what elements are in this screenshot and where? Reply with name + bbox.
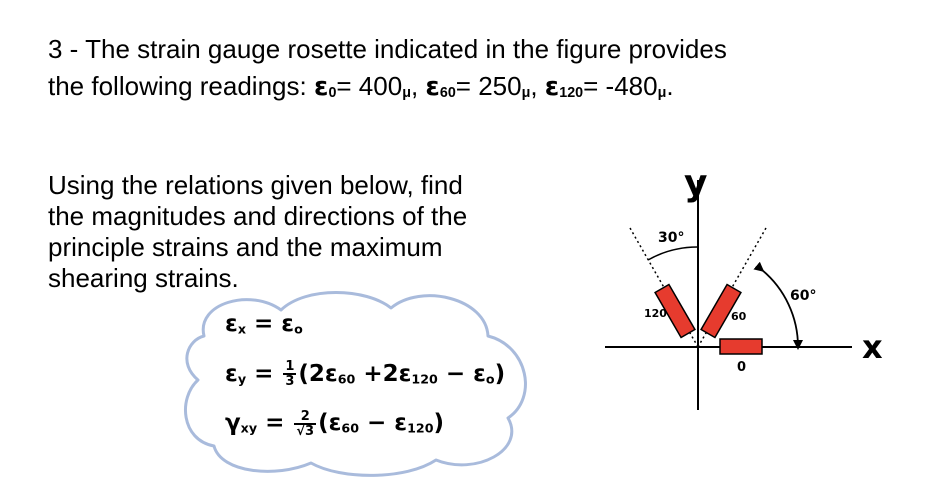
gauge-label-0: 0: [737, 360, 746, 375]
reading-eps60-unit: μ: [521, 85, 531, 102]
ex-rhs-sub: o: [294, 321, 303, 337]
reading-eps0-value: = 400: [336, 71, 403, 101]
angle-label-60: 60°: [790, 288, 816, 304]
ey-minus: − ε: [437, 360, 486, 387]
reading-eps120-value: = -480: [583, 71, 658, 101]
instruction-line-2: the magnitudes and directions of the: [48, 201, 468, 231]
gxy-sub1: 60: [341, 420, 360, 436]
axis-x-label: x: [862, 328, 883, 366]
gxy-lhs: γ: [225, 410, 241, 437]
ex-lhs-sub: x: [237, 321, 246, 337]
relation-ex: εx = εo: [225, 302, 525, 352]
gxy-lhs-sub: xy: [240, 420, 258, 436]
gauge-label-60: 60: [731, 310, 747, 323]
instruction-text: Using the relations given below, find th…: [48, 170, 518, 294]
ex-rhs: = ε: [253, 311, 295, 337]
problem-line-1: 3 - The strain gauge rosette indicated i…: [48, 34, 727, 64]
instruction-line-4: shearing strains.: [48, 263, 239, 293]
reading-eps0-unit: μ: [402, 85, 411, 102]
ey-frac-den: 3: [285, 374, 295, 390]
reading-eps60-sub: 60: [439, 85, 456, 102]
ey-open: (2ε: [298, 360, 338, 387]
reading-eps60-value: = 250: [455, 71, 522, 101]
reading-sep-2: ,: [530, 71, 545, 101]
gxy-open: (ε: [318, 410, 342, 437]
problem-statement: 3 - The strain gauge rosette indicated i…: [48, 31, 908, 112]
problem-line-2: the following readings: ε0= 400μ, ε60= 2…: [48, 68, 908, 112]
gxy-fraction: 2√3: [294, 410, 317, 439]
ey-close: ): [494, 360, 506, 387]
gxy-minus: − ε: [359, 410, 408, 437]
gxy-frac-num: 2: [294, 410, 317, 425]
angle-label-30: 30°: [658, 230, 684, 246]
cloud-shape: [184, 291, 527, 477]
ey-sub2: 120: [411, 371, 438, 387]
ey-sub1: 60: [337, 371, 356, 387]
ey-lhs-sub: y: [237, 371, 247, 387]
reading-eps0-sub: 0: [328, 85, 337, 102]
readings-prefix: the following readings:: [48, 71, 314, 101]
angle-arc-60: [753, 261, 804, 350]
gauge-60: [700, 283, 742, 339]
ex-lhs: ε: [225, 311, 238, 337]
gauge-0: [719, 338, 763, 355]
reading-eps120-symbol: ε: [544, 72, 560, 102]
reading-eps120-unit: μ: [657, 85, 667, 102]
gauge-120: [654, 283, 696, 339]
gxy-eq: =: [257, 410, 293, 437]
cloud-outline: [184, 291, 527, 477]
ey-eq: =: [246, 360, 282, 387]
reading-eps0-symbol: ε: [313, 72, 329, 102]
gxy-frac-den: √3: [296, 423, 315, 439]
rosette-figure: y x 30° 60° 120 60 0: [605, 163, 883, 410]
ey-lhs: ε: [225, 360, 238, 387]
ey-plus: +2ε: [355, 360, 412, 387]
angle-arc-30: [647, 246, 699, 261]
axis-y-label: y: [684, 163, 707, 204]
ey-sub3: o: [485, 371, 495, 387]
instruction-line-3: principle strains and the maximum: [48, 232, 443, 262]
reading-sep-3: .: [666, 71, 674, 101]
ey-frac-num: 1: [283, 359, 297, 376]
relation-gxy: γxy = 2√3(ε60 − ε120): [225, 401, 525, 451]
reading-sep-1: ,: [410, 71, 426, 101]
reading-eps120-sub: 120: [559, 85, 584, 102]
instruction-line-1: Using the relations given below, find: [48, 170, 463, 200]
gauge-label-120: 120: [644, 307, 667, 320]
reading-eps60-symbol: ε: [425, 72, 440, 102]
gxy-close: ): [433, 410, 445, 437]
gxy-sub2: 120: [407, 420, 434, 436]
